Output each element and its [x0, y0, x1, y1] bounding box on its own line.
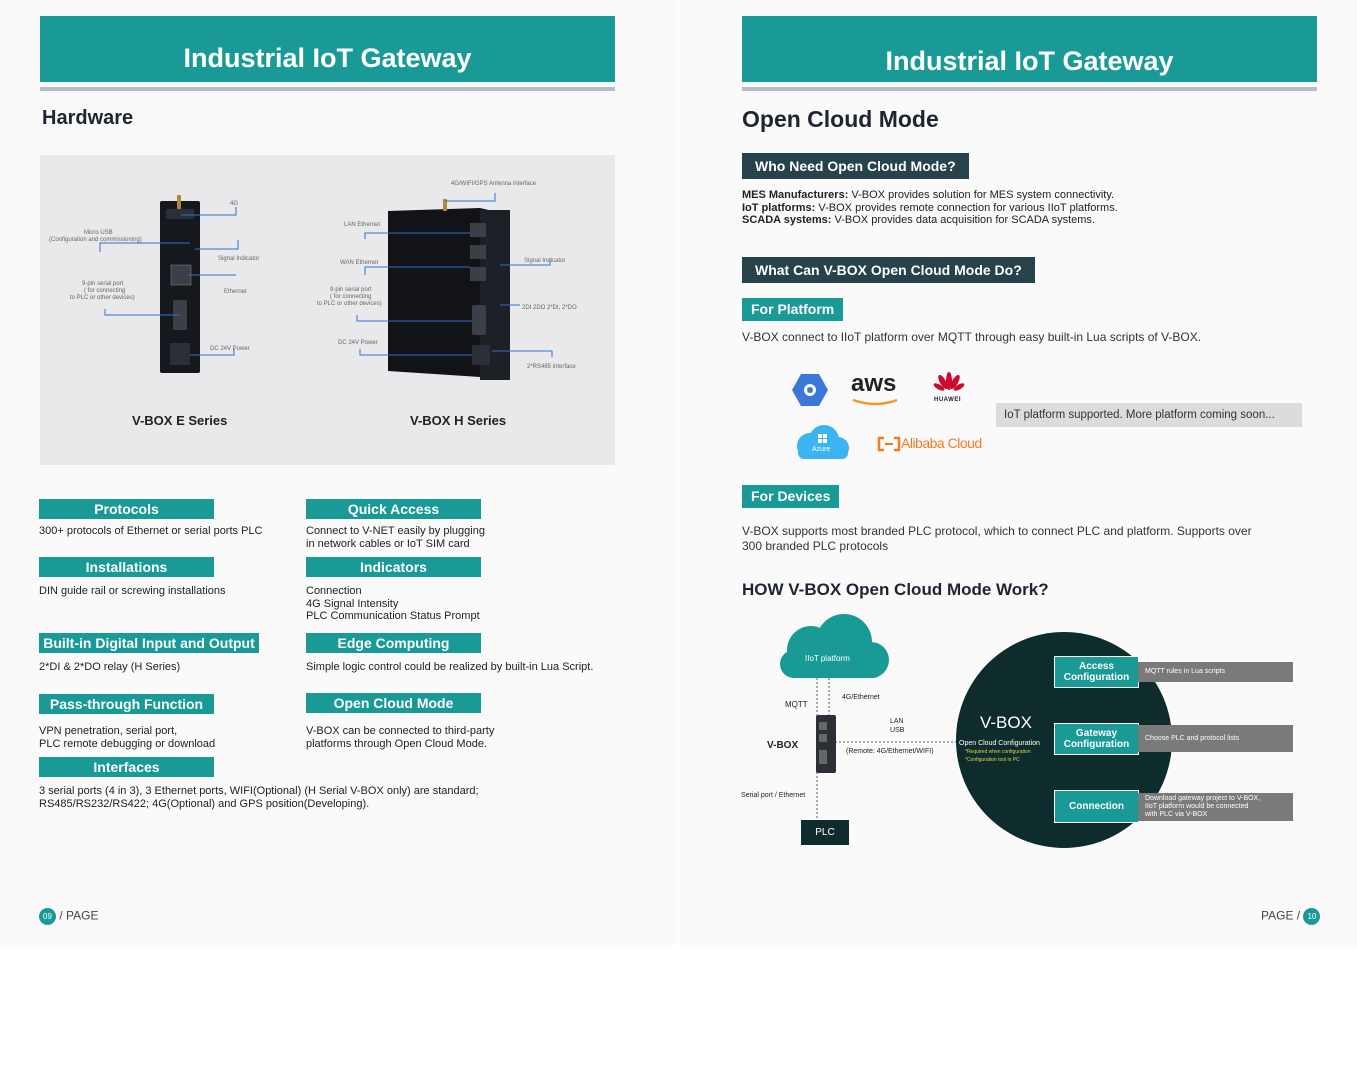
who-need-title: Who Need Open Cloud Mode? [742, 153, 969, 179]
right-page-number-badge: 10 [1303, 908, 1321, 925]
feature-title-protocols: Protocols [39, 499, 214, 519]
plc-box: PLC [801, 820, 849, 845]
feature-title-installations: Installations [39, 557, 214, 577]
serial-label: Serial port / Ethernet [741, 792, 806, 799]
h-label-serial-1: 9-pin serial port [330, 287, 372, 293]
left-page-word: / PAGE [59, 908, 99, 923]
open-cloud-heading: Open Cloud Mode [742, 106, 939, 132]
mqtt-label: MQTT [785, 700, 808, 709]
step-gateway-desc: Choose PLC and protocol lists [1138, 725, 1293, 752]
feature-text-indicators: Connection 4G Signal Intensity PLC Commu… [306, 585, 480, 622]
usb-label: USB [890, 727, 905, 734]
platform-note: IoT platform supported. More platform co… [996, 403, 1302, 427]
alibaba-logo-text: Alibaba Cloud [901, 435, 982, 451]
right-page-word: PAGE / [1261, 908, 1301, 923]
h-label-serial-3: to PLC or other devices) [317, 301, 382, 307]
feature-text-quick-access: Connect to V-NET easily by plugging in n… [306, 525, 485, 550]
h-label-antenna: 4G/WIFI/GPS Antenna interface [451, 181, 537, 187]
circle-note-2: *Configuration tool in PC [965, 757, 1020, 763]
huawei-logo-icon [933, 372, 965, 394]
who-need-list: MES Manufacturers: V-BOX provides soluti… [742, 189, 1302, 227]
e-label-power: DC 24V Power [210, 346, 250, 352]
feature-title-interfaces: Interfaces [39, 757, 214, 777]
hardware-illustration [99, 193, 553, 380]
gcp-logo-icon [791, 373, 829, 407]
huawei-logo-text: HUAWEI [934, 397, 961, 403]
feature-title-edge-computing: Edge Computing [306, 633, 481, 653]
e-label-signal: Signal Indicator [218, 256, 260, 262]
e-series-caption: V-BOX E Series [132, 413, 228, 428]
g4eth-label: 4G/Ethernet [842, 694, 880, 701]
remote-label: (Remote: 4G/Ethernet/WIFI) [846, 748, 934, 755]
hardware-heading: Hardware [42, 107, 134, 129]
for-platform-title: For Platform [742, 298, 844, 321]
e-label-ethernet: Ethernet [224, 289, 247, 295]
feature-title-digital-io: Built-in Digital Input and Output [39, 633, 259, 653]
circle-subtitle: Open Cloud Configuration [959, 740, 1040, 747]
right-banner: Industrial IoT Gateway [742, 16, 1317, 82]
hardware-image-panel: 4G Micro USB (Configuration and commissi… [40, 155, 615, 465]
cloud-label: IIoT platform [805, 654, 850, 663]
devices-text: V-BOX supports most branded PLC protocol… [742, 524, 1252, 553]
h-label-serial-2: ( for connecting [330, 294, 372, 300]
feature-title-open-cloud: Open Cloud Mode [306, 693, 481, 713]
feature-text-pass-through: VPN penetration, serial port, PLC remote… [39, 725, 216, 750]
circle-title: V-BOX [980, 713, 1032, 732]
who-line-scada: SCADA systems: V-BOX provides data acqui… [742, 214, 1095, 226]
right-page-number: PAGE / 10 [1261, 908, 1321, 925]
left-page: Industrial IoT Gateway Hardware [0, 0, 678, 945]
feature-title-indicators: Indicators [306, 557, 481, 577]
feature-text-open-cloud: V-BOX can be connected to third-party pl… [306, 725, 495, 750]
who-line-mes: MES Manufacturers: V-BOX provides soluti… [742, 189, 1115, 201]
feature-text-interfaces: 3 serial ports (4 in 3), 3 Ethernet port… [39, 785, 479, 810]
h-label-signal: Signal Indicator [524, 258, 566, 264]
left-page-number-badge: 09 [39, 908, 56, 925]
azure-cloud-icon [790, 424, 854, 460]
step-gateway-configuration: Gateway Configuration [1054, 723, 1139, 755]
feature-text-digital-io: 2*DI & 2*DO relay (H Series) [39, 661, 181, 673]
aws-smile-icon [852, 398, 898, 406]
how-title: HOW V-BOX Open Cloud Mode Work? [742, 580, 1049, 599]
feature-text-protocols: 300+ protocols of Ethernet or serial por… [39, 525, 263, 537]
e-label-serial-3: to PLC or other devices) [70, 295, 135, 301]
right-page: Industrial IoT Gateway Open Cloud Mode W… [679, 0, 1357, 945]
vbox-label: V-BOX [767, 740, 799, 751]
h-series-caption: V-BOX H Series [410, 413, 507, 428]
h-label-rs485: 2*RS485 interface [527, 364, 576, 370]
h-label-wan: WAN Ethernet [340, 260, 379, 266]
feature-title-pass-through: Pass-through Function [39, 694, 214, 714]
e-label-micro-usb: Micro USB [84, 230, 113, 236]
azure-logo-text: Azure [812, 446, 831, 453]
step-connection-desc: Download gateway project to V-BOX, IIoT … [1138, 793, 1293, 821]
step-access-configuration: Access Configuration [1054, 656, 1139, 688]
left-banner-rule [40, 87, 615, 91]
who-line-iot: IoT platforms: V-BOX provides remote con… [742, 201, 1118, 214]
alibaba-logo-icon [877, 436, 901, 452]
feature-title-quick-access: Quick Access [306, 499, 481, 519]
feature-text-installations: DIN guide rail or screwing installations [39, 585, 226, 597]
step-access-desc: MQTT rules in Lua scripts [1138, 662, 1293, 682]
h-label-dio: 2DI 2DO 2*DI, 2*DO [522, 305, 577, 311]
what-can-title: What Can V-BOX Open Cloud Mode Do? [742, 257, 1035, 283]
lan-label: LAN [890, 718, 904, 725]
for-devices-title: For Devices [742, 485, 840, 508]
circle-note-1: *Required when configuration [965, 749, 1031, 755]
e-label-serial-2: ( for connecting [84, 288, 126, 294]
left-banner: Industrial IoT Gateway [40, 16, 615, 82]
h-label-lan: LAN Ethernet [344, 222, 381, 228]
feature-text-edge-computing: Simple logic control could be realized b… [306, 661, 594, 673]
right-banner-rule [742, 87, 1317, 91]
e-label-serial-1: 9-pin serial port [82, 281, 124, 287]
aws-logo: aws [851, 370, 897, 397]
left-page-number: 09 / PAGE [39, 908, 98, 925]
platform-text: V-BOX connect to IIoT platform over MQTT… [742, 330, 1202, 344]
step-connection: Connection [1054, 790, 1139, 823]
e-label-micro-usb-2: (Configuration and commissioning) [49, 237, 142, 243]
e-label-4g: 4G [230, 201, 239, 207]
h-label-power: DC 24V Power [338, 340, 378, 346]
